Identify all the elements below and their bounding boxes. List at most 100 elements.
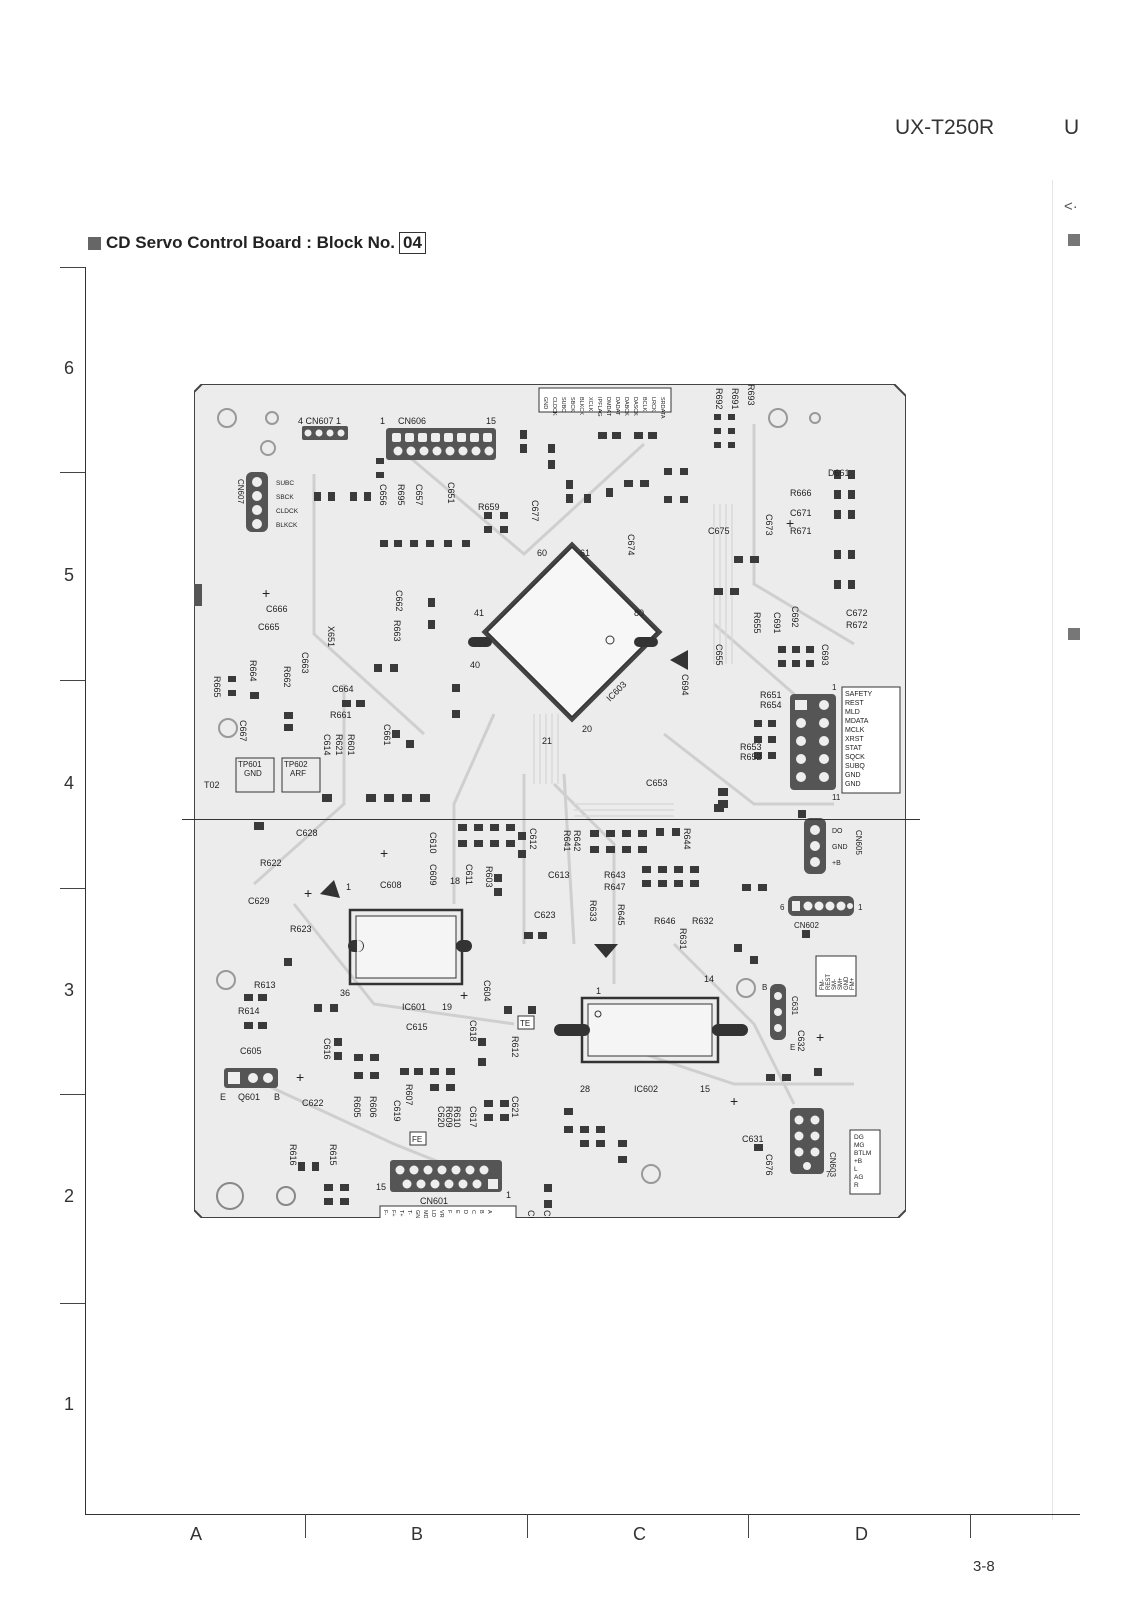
svg-text:SM+: SM+ (838, 977, 844, 990)
svg-text:MLD: MLD (845, 709, 860, 716)
svg-text:R672: R672 (846, 620, 868, 630)
svg-text:CN606: CN606 (398, 416, 426, 426)
column-label-c: C (633, 1524, 646, 1544)
svg-text:R692: R692 (714, 388, 724, 410)
svg-text:20: 20 (582, 724, 592, 734)
svg-text:R652: R652 (740, 752, 762, 762)
svg-text:L: L (854, 1166, 858, 1173)
svg-text:C628: C628 (296, 828, 318, 838)
polarity-plus-marks: +++ +++ ++ (262, 515, 824, 1109)
model-number: UX-T250R (895, 116, 995, 139)
svg-text:E: E (220, 1092, 226, 1102)
svg-text:1: 1 (346, 882, 351, 892)
svg-text:R661: R661 (330, 710, 352, 720)
svg-text:R623: R623 (290, 924, 312, 934)
test-marks: TE FE (409, 1015, 535, 1146)
polarity-triangles (320, 650, 688, 958)
svg-text:80: 80 (634, 608, 644, 618)
ic602: 1 28 IC602 15 14 (554, 974, 748, 1094)
svg-text:SM-: SM- (832, 979, 838, 990)
svg-text:18: 18 (450, 876, 460, 886)
svg-text:LRCK: LRCK (650, 397, 656, 412)
svg-text:R613: R613 (254, 980, 276, 990)
svg-text:R644: R644 (682, 828, 692, 850)
svg-text:C691: C691 (772, 612, 782, 634)
svg-text:DMDAT: DMDAT (605, 397, 611, 417)
svg-text:C673: C673 (764, 514, 774, 536)
svg-text:CN607: CN607 (236, 479, 245, 504)
svg-text:AG: AG (854, 1174, 863, 1181)
svg-text:C665: C665 (258, 622, 280, 632)
svg-text:C661: C661 (382, 724, 392, 746)
svg-text:C619: C619 (392, 1100, 402, 1122)
svg-text:1: 1 (858, 903, 863, 912)
svg-text:R641: R641 (562, 830, 572, 852)
svg-text:R612: R612 (510, 1036, 520, 1058)
svg-text:C631: C631 (742, 1134, 764, 1144)
cn607-header: 4 CN607 1 (298, 416, 348, 440)
svg-text:IPFLAG: IPFLAG (596, 397, 602, 417)
svg-text:+: + (786, 515, 794, 531)
svg-text:+: + (730, 1093, 738, 1109)
svg-text:ARF: ARF (290, 769, 306, 778)
column-label-b: B (411, 1524, 424, 1544)
ic601: 36 IC601 19 18 1 (340, 876, 472, 1012)
svg-text:B: B (274, 1092, 280, 1102)
svg-text:C615: C615 (406, 1022, 428, 1032)
svg-text:61: 61 (580, 548, 590, 558)
test-points: TP601 GND TP602 ARF T02 (204, 757, 321, 793)
board-title-label: CD Servo Control Board : Block No. (106, 233, 396, 252)
svg-text:C692: C692 (790, 606, 800, 628)
svg-text:R659: R659 (478, 502, 500, 512)
svg-text:C671: C671 (790, 508, 812, 518)
svg-text:R615: R615 (328, 1144, 338, 1166)
svg-text:R653: R653 (740, 742, 762, 752)
svg-text:+: + (380, 845, 388, 861)
svg-text:IC602: IC602 (634, 1084, 658, 1094)
svg-text:+: + (304, 885, 312, 901)
svg-text:E: E (790, 1043, 795, 1052)
svg-text:C612: C612 (528, 828, 538, 850)
svg-text:CN603: CN603 (828, 1152, 837, 1177)
svg-text:C629: C629 (248, 896, 270, 906)
svg-text:C694: C694 (680, 674, 690, 696)
svg-text:F: F (446, 1210, 452, 1214)
svg-text:R647: R647 (604, 882, 626, 892)
svg-text:R607: R607 (404, 1084, 414, 1106)
svg-text:GND: GND (845, 781, 861, 788)
svg-text:+B: +B (832, 860, 841, 867)
row-label-6: 6 (64, 358, 75, 378)
svg-text:C662: C662 (394, 590, 404, 612)
svg-text:FM-: FM- (820, 979, 826, 990)
mounting-holes (216, 408, 821, 1184)
svg-text:SUBC: SUBC (560, 397, 566, 412)
svg-text:R662: R662 (282, 666, 292, 688)
svg-text:C664: C664 (332, 684, 354, 694)
svg-text:C623: C623 (534, 910, 556, 920)
svg-text:21: 21 (542, 736, 552, 746)
svg-text:BLKCK: BLKCK (276, 522, 298, 529)
svg-text:C672: C672 (846, 608, 868, 618)
svg-text:R665: R665 (212, 676, 222, 698)
svg-text:4 CN607 1: 4 CN607 1 (298, 416, 341, 426)
svg-text:TP602: TP602 (284, 760, 308, 769)
row-tick (60, 472, 85, 473)
svg-text:C: C (470, 1210, 476, 1214)
svg-text:41: 41 (474, 608, 484, 618)
svg-text:C608: C608 (380, 880, 402, 890)
row-label-5: 5 (64, 565, 75, 585)
svg-text:R663: R663 (392, 620, 402, 642)
svg-text:F-: F- (382, 1210, 388, 1215)
svg-text:SUBC: SUBC (276, 480, 294, 487)
svg-text:GND: GND (844, 976, 850, 990)
svg-text:DO: DO (832, 828, 843, 835)
svg-text:+: + (262, 585, 270, 601)
svg-text:R632: R632 (692, 916, 714, 926)
svg-text:GND: GND (244, 769, 262, 778)
row-tick (60, 888, 85, 889)
svg-text:7: 7 (826, 1170, 831, 1179)
svg-text:36: 36 (340, 988, 350, 998)
svg-text:C617: C617 (468, 1106, 478, 1128)
svg-text:R693: R693 (746, 384, 756, 406)
svg-text:R622: R622 (260, 858, 282, 868)
